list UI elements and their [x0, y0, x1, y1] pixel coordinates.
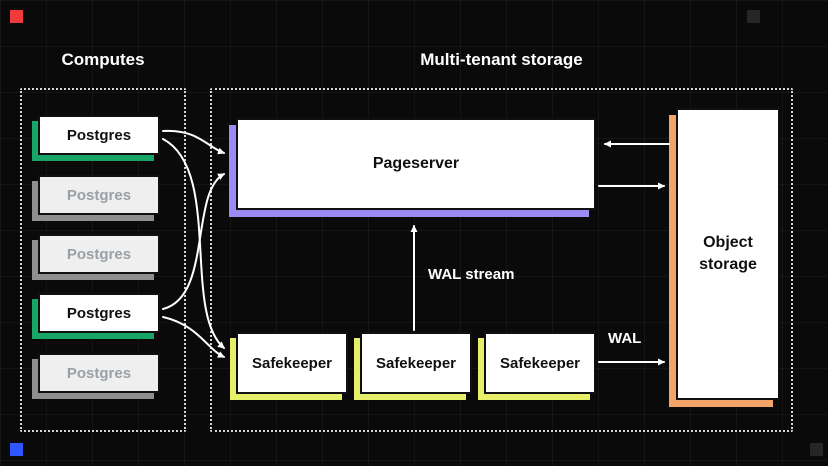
postgres-node-active-2: Postgres	[38, 293, 160, 333]
safekeeper-node-1: Safekeeper	[236, 332, 348, 394]
object-storage-label: Object storage	[699, 234, 757, 273]
postgres-label: Postgres	[66, 186, 132, 204]
safekeeper-node-2: Safekeeper	[360, 332, 472, 394]
wal-label: WAL	[608, 330, 642, 347]
safekeeper-label: Safekeeper	[375, 354, 457, 372]
safekeeper-label: Safekeeper	[251, 354, 333, 372]
postgres-node-inactive-2: Postgres	[38, 234, 160, 274]
safekeeper-node-3: Safekeeper	[484, 332, 596, 394]
storage-title: Multi-tenant storage	[420, 50, 583, 69]
pageserver-label: Pageserver	[372, 155, 460, 172]
postgres-node-active-1: Postgres	[38, 115, 160, 155]
postgres-label: Postgres	[66, 364, 132, 382]
corner-square-red	[10, 10, 23, 23]
postgres-node-inactive-3: Postgres	[38, 353, 160, 393]
corner-square-blue	[10, 443, 23, 456]
corner-square-dark-top	[747, 10, 760, 23]
wal-stream-label: WAL stream	[428, 266, 515, 283]
postgres-label: Postgres	[66, 245, 132, 263]
corner-square-dark-bottom	[810, 443, 823, 456]
computes-title: Computes	[61, 50, 145, 69]
postgres-node-inactive-1: Postgres	[38, 175, 160, 215]
pageserver-node: Pageserver	[236, 118, 596, 210]
safekeeper-label: Safekeeper	[499, 354, 581, 372]
postgres-label: Postgres	[66, 126, 132, 144]
object-storage-node: Object storage	[676, 108, 780, 400]
postgres-label: Postgres	[66, 304, 132, 322]
